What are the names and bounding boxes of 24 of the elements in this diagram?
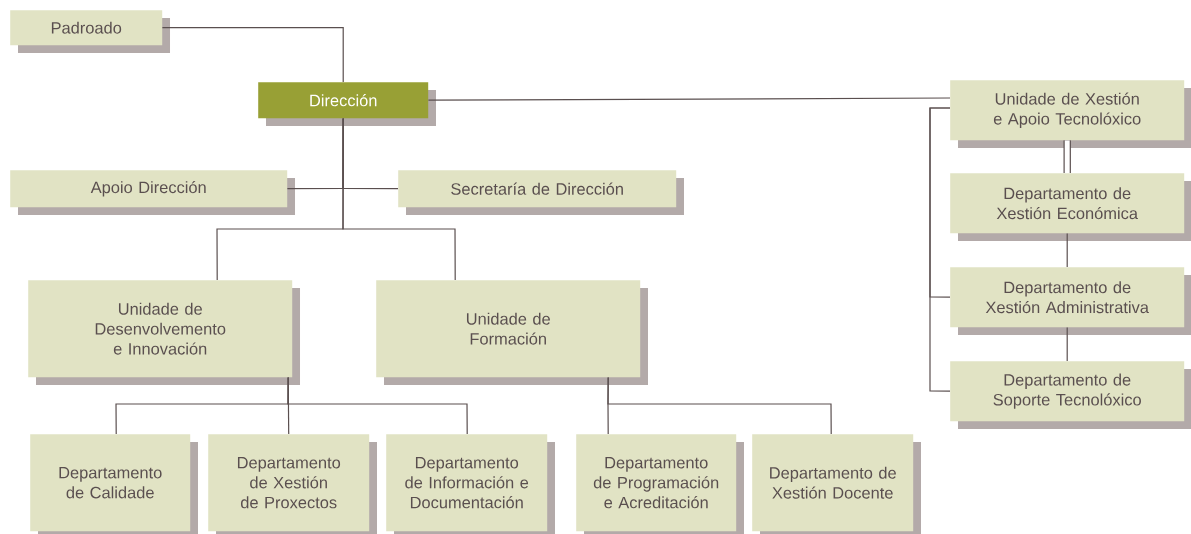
org-box: Padroado: [10, 10, 170, 53]
org-box: Departamento de Soporte Tecnolóxico: [950, 361, 1191, 429]
org-box: Departamento de Información e Documentación: [386, 434, 555, 534]
connector-line: [607, 376, 832, 435]
connector-line: [1066, 326, 1068, 362]
connector-line: [287, 376, 468, 435]
org-box: Departamento de Xestión Administrativa: [950, 267, 1191, 335]
connector-line: [929, 107, 951, 392]
org-box: Departamento de Xestión Docente: [752, 434, 921, 534]
org-box: Apoio Dirección: [10, 170, 295, 215]
connector-line: [427, 97, 951, 101]
connector-line: [161, 27, 344, 83]
org-box: Unidade de Xestión e Apoio Tecnolóxico: [950, 80, 1191, 148]
org-box: Unidade de Formación: [376, 280, 648, 385]
connector-line: [1066, 232, 1068, 268]
connector-line: [1063, 140, 1071, 173]
org-box: Departamento de Xestión Económica: [950, 173, 1191, 241]
org-box: Unidade de Desenvolvemento e Innovación: [28, 280, 300, 385]
org-box: Departamento de Calidade: [30, 434, 198, 534]
org-box: Departamento de Programación e Acreditación: [576, 434, 744, 534]
connector-line: [342, 117, 456, 281]
org-box: Secretaría de Dirección: [398, 170, 684, 215]
org-box: Departamento de Xestión de Proxectos: [208, 434, 377, 534]
head-box: Dirección: [258, 82, 436, 126]
